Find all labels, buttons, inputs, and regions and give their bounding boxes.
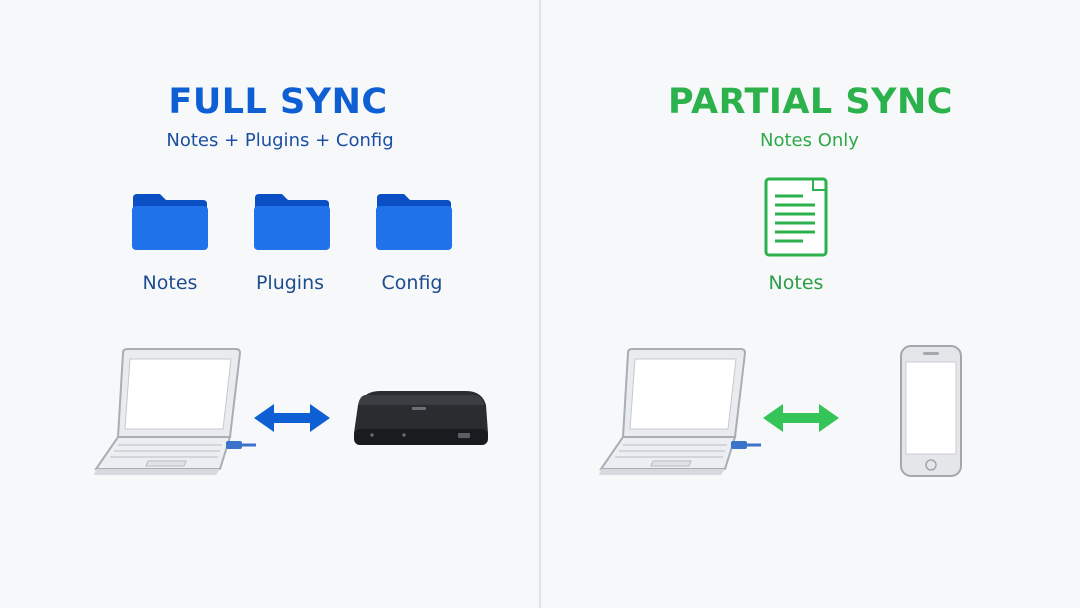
partial-sync-panel: PARTIAL SYNC Notes Only Notes	[541, 0, 1080, 608]
folder-label-config: Config	[381, 272, 443, 294]
smartphone-icon	[900, 345, 962, 477]
bidirectional-arrow-icon	[254, 404, 330, 432]
panel-divider	[539, 0, 541, 608]
laptop-icon	[599, 348, 761, 475]
document-label-notes: Notes	[768, 272, 824, 294]
folder-label-notes: Notes	[142, 272, 198, 294]
full-sync-subtitle: Notes + Plugins + Config	[166, 130, 394, 151]
full-sync-panel: FULL SYNC Notes + Plugins + Config Notes…	[94, 82, 488, 475]
folder-icon	[254, 194, 330, 250]
document-icon	[764, 177, 828, 257]
bidirectional-arrow-icon	[763, 404, 839, 432]
folder-icon	[132, 194, 208, 250]
folder-label-plugins: Plugins	[255, 272, 325, 294]
hub-device-icon	[354, 391, 488, 445]
full-sync-title: FULL SYNC	[168, 82, 388, 122]
folder-icon	[376, 194, 452, 250]
partial-sync-title: PARTIAL SYNC	[668, 82, 953, 122]
laptop-icon	[94, 348, 256, 475]
partial-sync-subtitle: Notes Only	[760, 130, 859, 151]
